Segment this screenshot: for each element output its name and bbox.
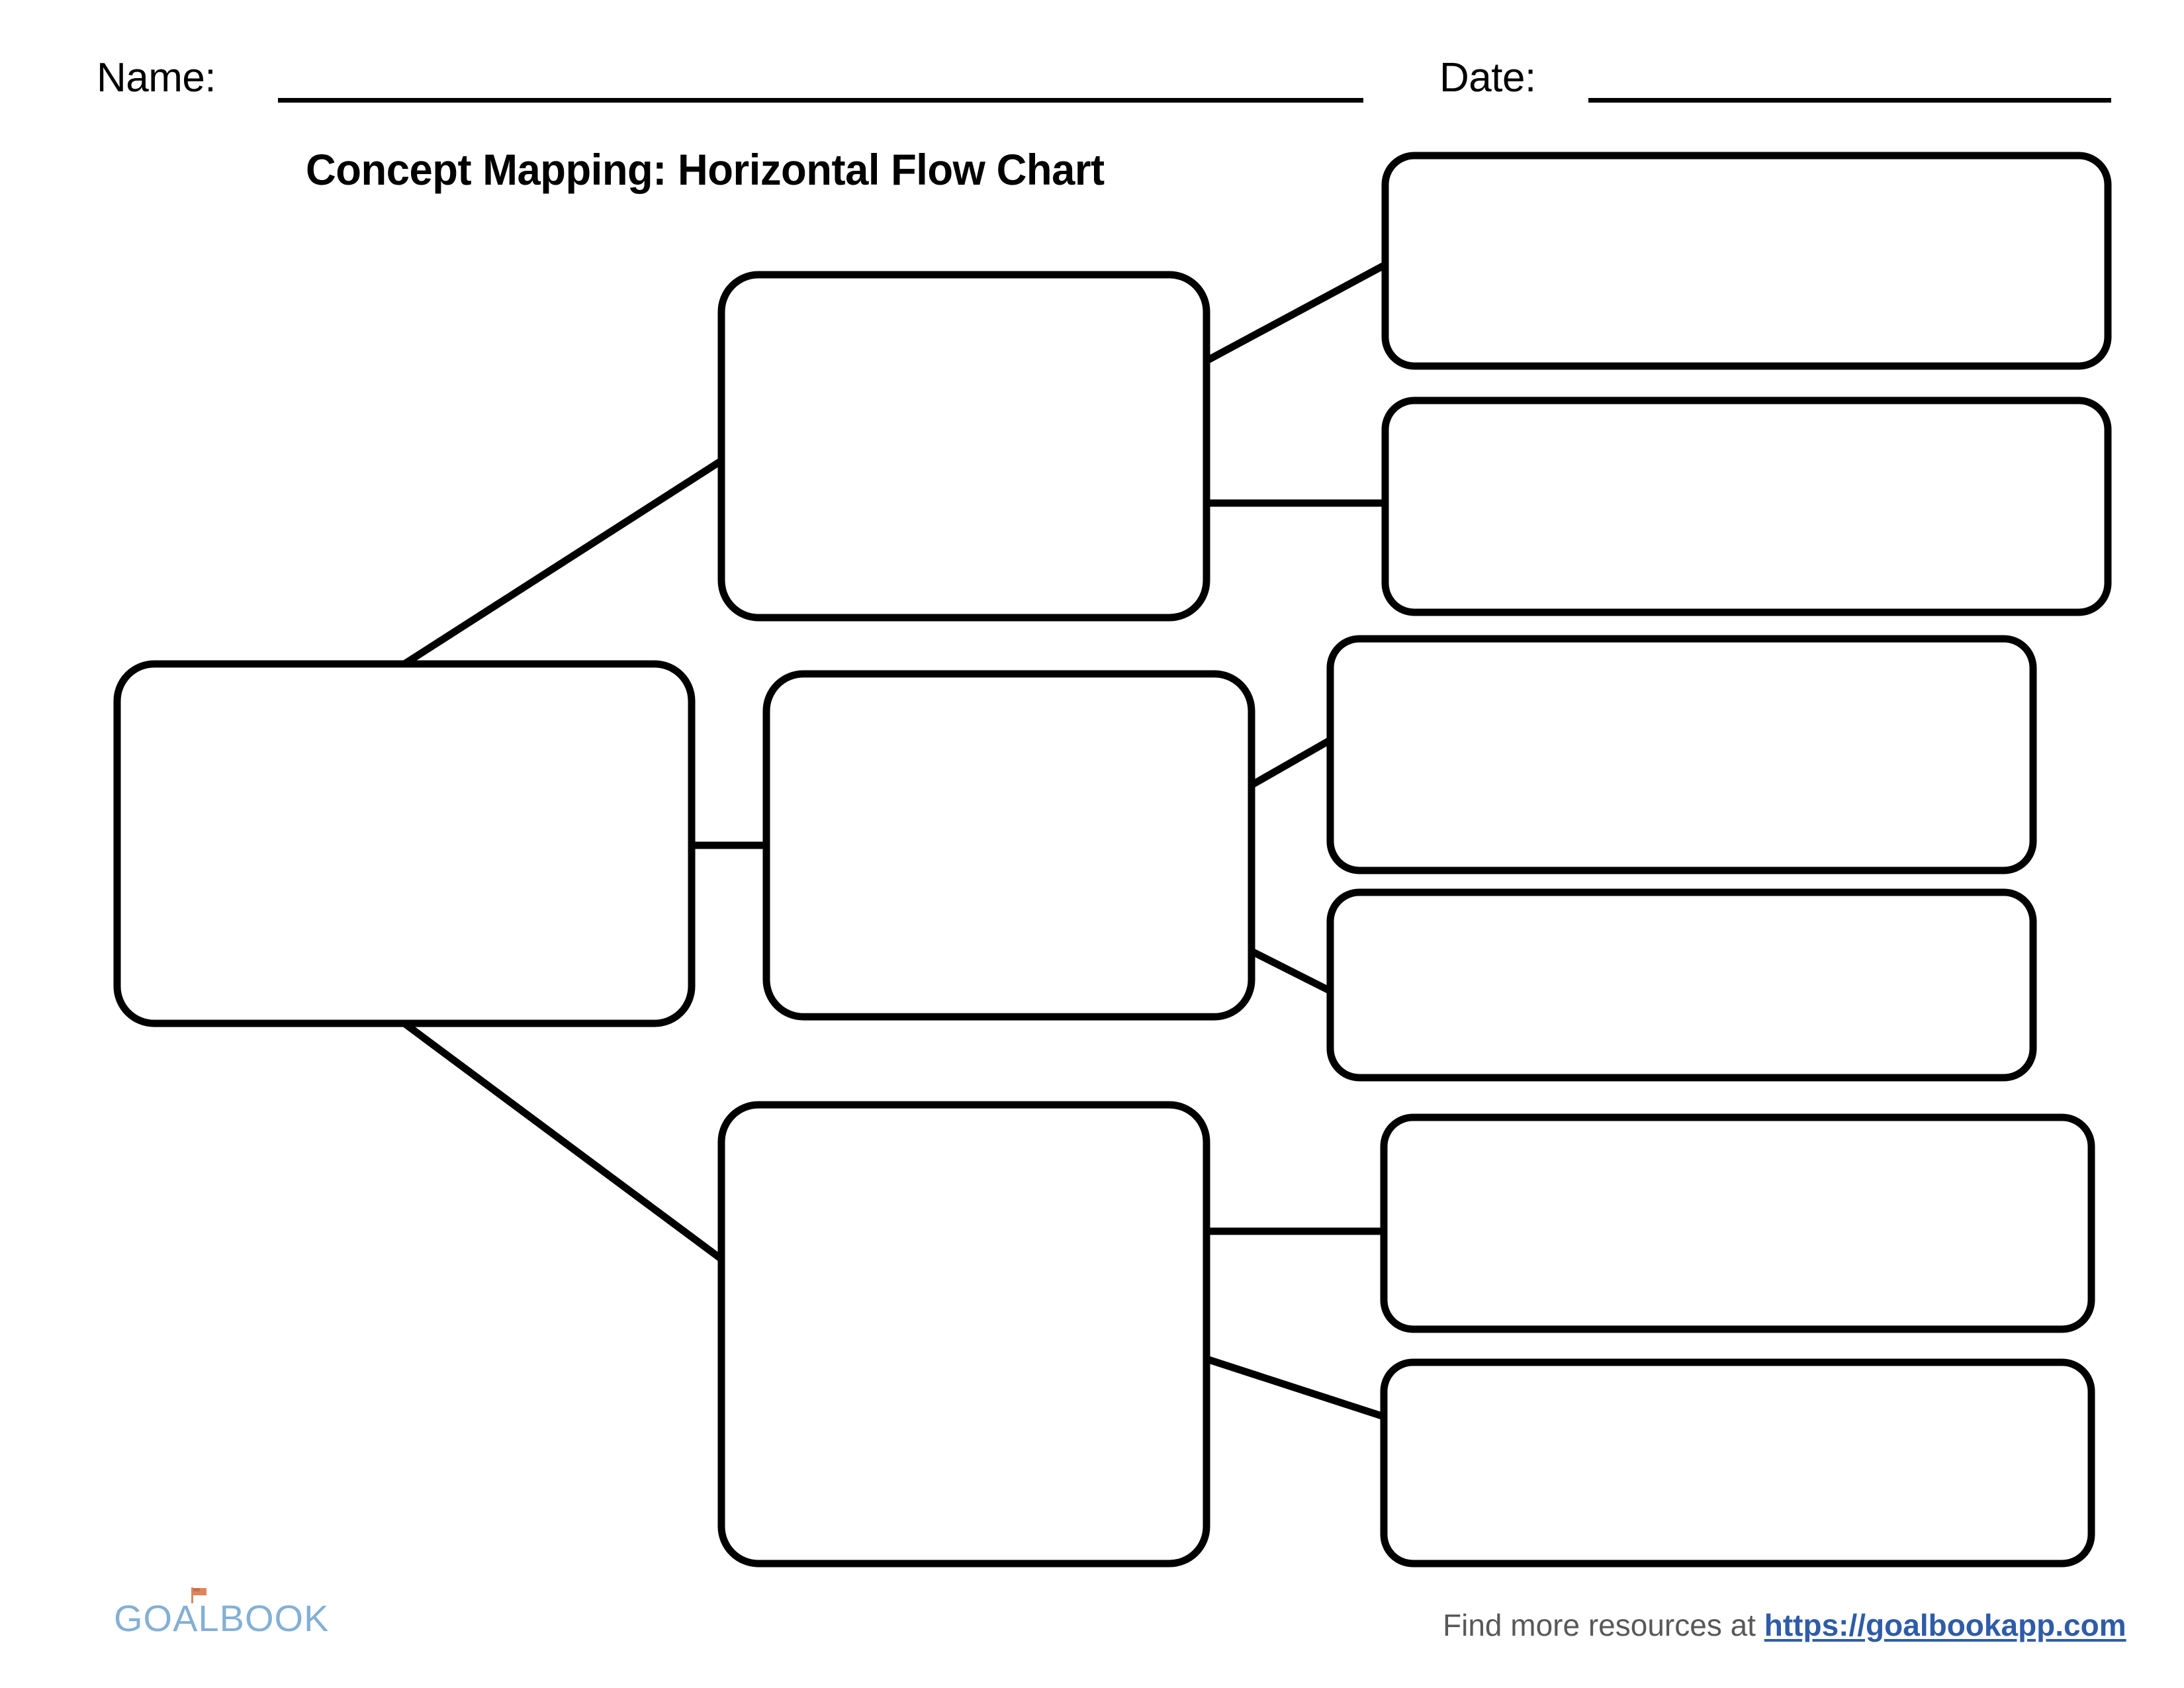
node-leaf-1[interactable] <box>1381 152 2112 370</box>
goalbook-link[interactable]: https://goalbookapp.com <box>1764 1608 2126 1642</box>
edge-root-to-branch-bottom <box>402 1020 724 1262</box>
footer-resources-text: Find more resources at <box>1443 1608 1756 1642</box>
node-leaf-5[interactable] <box>1380 1113 2095 1333</box>
edge-branch-bottom-to-leaf-6 <box>1205 1355 1385 1421</box>
date-label: Date: <box>1439 55 1536 101</box>
node-root[interactable] <box>113 660 696 1027</box>
edge-branch-middle-to-leaf-3 <box>1250 737 1332 788</box>
node-leaf-3[interactable] <box>1326 635 2037 874</box>
connector-group <box>402 261 1387 1421</box>
node-branch-bottom[interactable] <box>717 1101 1210 1568</box>
footer-resources: Find more resources at https://goalbooka… <box>1443 1607 2126 1643</box>
node-branch-top[interactable] <box>717 271 1210 622</box>
node-leaf-6[interactable] <box>1380 1358 2095 1568</box>
name-label: Name: <box>97 55 216 101</box>
node-branch-middle[interactable] <box>762 670 1255 1021</box>
date-input-line[interactable] <box>1588 98 2111 103</box>
edge-branch-middle-to-leaf-4 <box>1250 948 1332 994</box>
node-leaf-4[interactable] <box>1326 888 2037 1082</box>
name-input-line[interactable] <box>278 98 1363 103</box>
goalbook-wordmark: GOALBOOK <box>114 1597 330 1639</box>
node-group <box>113 152 2112 1568</box>
node-leaf-2[interactable] <box>1381 397 2112 616</box>
goalbook-logo: GOALBOOK <box>114 1587 328 1640</box>
flag-icon <box>191 1587 206 1603</box>
edge-branch-top-to-leaf-1 <box>1205 261 1387 364</box>
edge-root-to-branch-top <box>402 457 723 667</box>
page-title: Concept Mapping: Horizontal Flow Chart <box>306 145 1105 194</box>
